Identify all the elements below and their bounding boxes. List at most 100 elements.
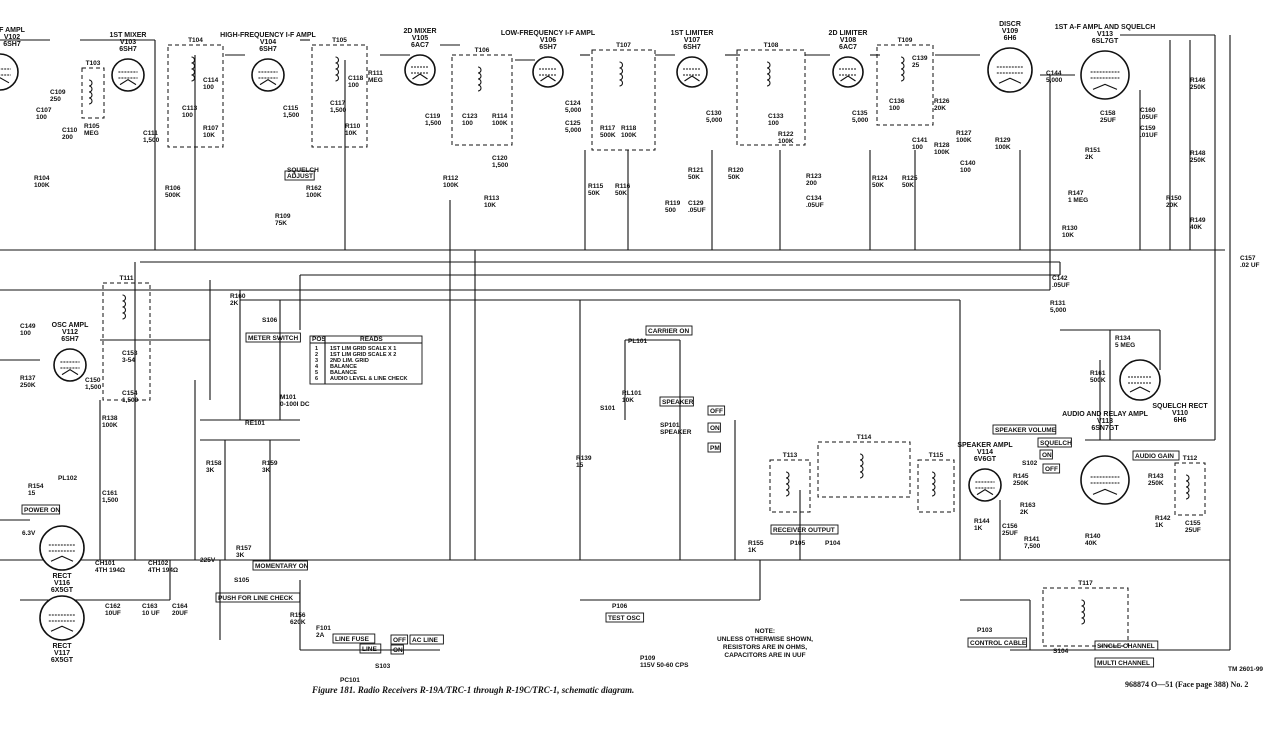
component-value: 5,000 [1046,77,1063,84]
label-test-osc: TEST OSC [605,612,645,623]
label-v225: 225V [200,557,216,564]
tube-ref: V103 [120,39,136,46]
component-ref: R131 [1050,300,1066,307]
tube-ref: V102 [4,34,20,41]
component-ref: R123 [806,173,822,180]
component-value: 100K [34,182,50,189]
transformer-t108: T108 [736,42,806,146]
tube-title: 2D MIXER [403,28,436,35]
tube-type: 6SL7GT [1092,38,1119,45]
tube-ref: V113 [1097,31,1113,38]
label-text: LINE FUSE [335,636,370,643]
label-squelch: SQUELCH [287,167,319,174]
component-value: 5,000 [565,107,582,114]
component-c134: C134.05UF [806,195,824,209]
label-ac-line: AC LINE [409,634,444,645]
label-speaker-volume: SPEAKER VOLUME [992,424,1057,435]
component-ref: R114 [492,113,508,120]
component-ref: R118 [621,125,637,132]
component-value: 100K [956,137,972,144]
table-row: 4 BALANCE [315,364,357,370]
tube-title: SPEAKER AMPL [957,442,1013,449]
component-ref: R112 [443,175,459,182]
transformer-label: T106 [475,47,490,54]
component-ref: C117 [330,100,346,107]
component-value: 500K [1090,377,1106,384]
component-s101: S101 [600,405,616,412]
component-ref: C139 [912,55,928,62]
component-pc101: PC101 [340,677,360,684]
label-text: ON [1042,452,1052,459]
component-ref: P104 [825,540,841,547]
tube-type: 6SN7GT [1091,425,1119,432]
transformer-label: T117 [1078,580,1093,587]
component-value: MEG [368,77,383,84]
component-value: MEG [84,130,99,137]
component-ref: R111 [368,70,383,77]
tube-ref: V114 [977,449,993,456]
component-ref: C125 [565,120,581,127]
component-value: 100K [443,182,459,189]
tube-ref: V116 [54,580,70,587]
component-ref: R139 [576,455,592,462]
component-ref: R149 [1190,217,1206,224]
label-text: OFF [710,408,723,415]
component-value: .05UF [1052,282,1070,289]
component-value: 50K [588,190,600,197]
transformer-label: T104 [188,37,203,44]
component-ref: R107 [203,125,219,132]
component-ref: R110 [345,123,361,130]
component-value: 250K [20,382,36,389]
label-single-channel: SINGLE CHANNEL [1094,640,1159,651]
component-value: 50K [902,182,914,189]
component-value: 15 [28,490,36,497]
component-value: 100K [934,149,950,156]
component-ref: P105 [790,540,806,547]
label-text: LINE [362,646,377,653]
component-s105: S105 [234,577,250,584]
table-cell-pos: 4 [315,364,319,370]
component-value: 2K [1085,154,1094,161]
component-value: 25UF [1100,117,1116,124]
table-cell-reads: 1ST LIM GRID SCALE X 2 [330,352,396,358]
table-cell-reads: BALANCE [330,364,357,370]
label-text: 6.3V [22,530,36,537]
label-text: PUSH FOR LINE CHECK [218,595,293,602]
component-value: 100 [20,330,31,337]
component-ref: C120 [492,155,508,162]
component-s102: S102 [1022,460,1038,467]
transformer-label: T115 [929,452,944,459]
label-line-fuse: LINE FUSE [332,633,376,644]
component-ref: R163 [1020,502,1036,509]
component-value: 100 [348,82,359,89]
note-line: CAPACITORS ARE IN UUF [724,652,805,659]
component-c142: C142.05UF [1052,275,1070,289]
